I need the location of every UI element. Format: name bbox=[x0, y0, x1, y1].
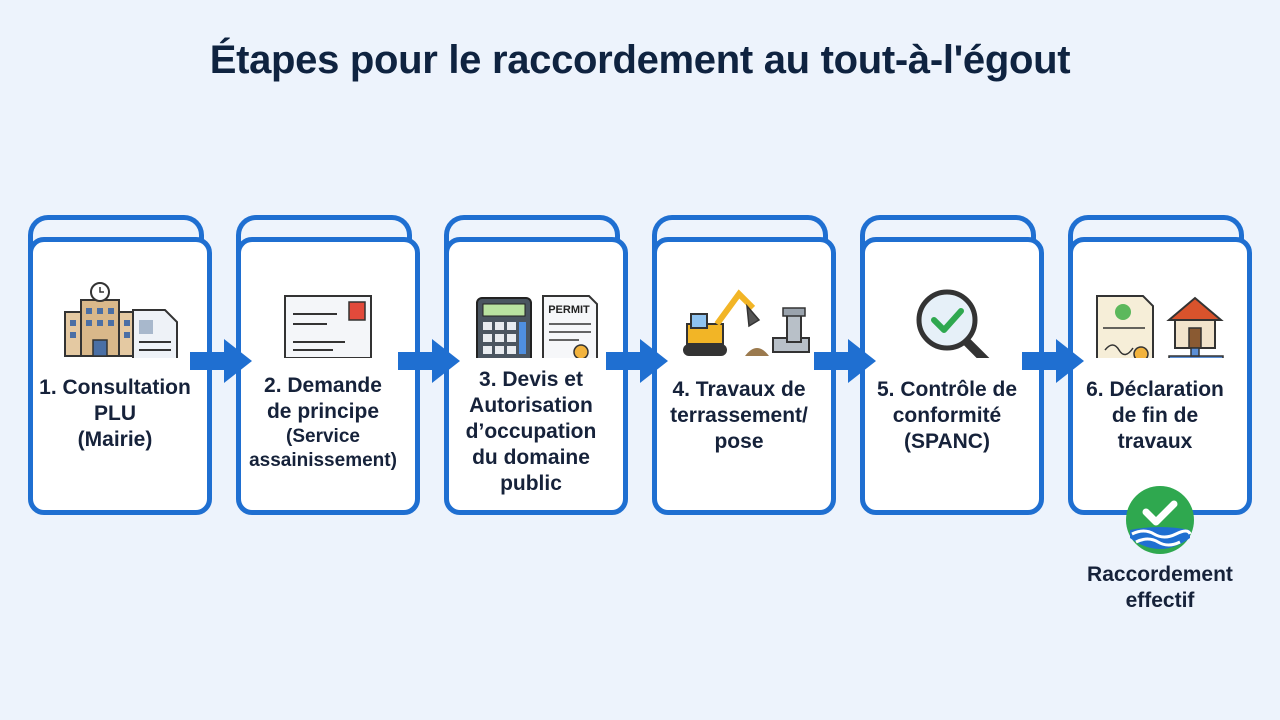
step-2-icons bbox=[284, 295, 372, 358]
step-5-icons bbox=[916, 289, 990, 358]
magnifier-check-icon bbox=[916, 289, 990, 358]
step-label: 5. Contrôle de conformité (SPANC) bbox=[876, 378, 1018, 453]
step-label: 4. Travaux de terrassement/ pose bbox=[670, 378, 808, 453]
step-6-icons bbox=[1096, 295, 1224, 358]
step-1-card: 1. Consultation PLU (Mairie) bbox=[28, 215, 212, 515]
step-4-icons bbox=[683, 289, 810, 356]
step-label: 2. Demande de principe (Service assainis… bbox=[249, 374, 397, 471]
card-body bbox=[652, 237, 836, 515]
document-icon bbox=[132, 309, 178, 358]
step-label: 6. Déclaration de fin de travaux bbox=[1086, 378, 1224, 453]
step-3-icons: PERMIT bbox=[476, 295, 598, 358]
card-body bbox=[236, 237, 420, 515]
step-4-card: 4. Travaux de terrassement/ pose bbox=[652, 215, 836, 515]
permit-document-icon: PERMIT bbox=[542, 295, 598, 358]
card-body: PERMIT bbox=[444, 237, 628, 515]
step-label: 1. Consultation PLU (Mairie) bbox=[39, 376, 191, 451]
svg-text:PERMIT: PERMIT bbox=[548, 304, 590, 316]
flow-arrow-3 bbox=[606, 339, 668, 383]
pipe-icon bbox=[772, 307, 810, 353]
checkmark-water-icon bbox=[1126, 486, 1194, 554]
step-6-card: 6. Déclaration de fin de travaux bbox=[1068, 215, 1252, 515]
flow-arrow-1 bbox=[190, 339, 252, 383]
excavator-icon bbox=[683, 289, 769, 356]
envelope-letter-icon bbox=[284, 295, 372, 358]
card-body bbox=[860, 237, 1044, 515]
flow-arrow-4 bbox=[814, 339, 876, 383]
step-5-card: 5. Contrôle de conformité (SPANC) bbox=[860, 215, 1044, 515]
house-pipe-icon bbox=[1166, 296, 1224, 358]
final-result-label: Raccordement effectif bbox=[1087, 563, 1233, 612]
page-title: Étapes pour le raccordement au tout-à-l'… bbox=[209, 38, 1071, 82]
card-body bbox=[1068, 237, 1252, 515]
step-2-card: 2. Demande de principe (Service assainis… bbox=[236, 215, 420, 515]
calculator-icon bbox=[476, 297, 532, 358]
town-hall-icon bbox=[64, 282, 136, 357]
card-body bbox=[28, 237, 212, 515]
flow-arrow-5 bbox=[1022, 339, 1084, 383]
step-1-icons bbox=[64, 282, 178, 358]
step-3-card: PERMIT 3. Devis et Autorisation d’occupa… bbox=[444, 215, 628, 515]
flow-arrow-2 bbox=[398, 339, 460, 383]
certificate-icon bbox=[1096, 295, 1154, 358]
step-label: 3. Devis et Autorisation d’occupation du… bbox=[465, 368, 597, 495]
